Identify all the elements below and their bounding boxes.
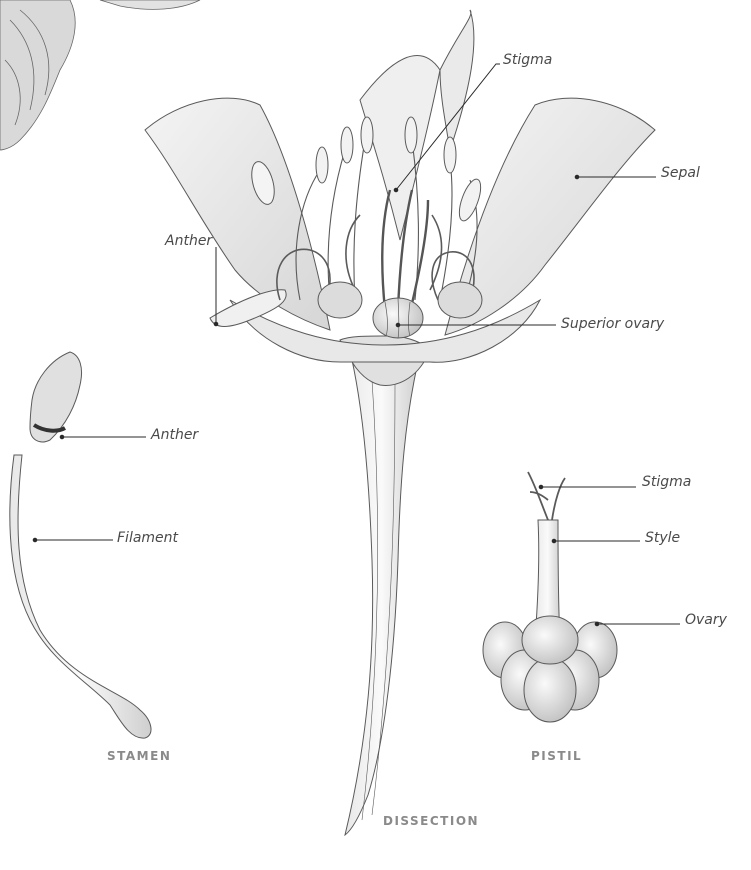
- caption-stamen: STAMEN: [107, 749, 171, 763]
- label-stigma-top: Stigma: [503, 52, 552, 68]
- pistil-ovary: [483, 616, 617, 722]
- label-filament: Filament: [117, 530, 178, 546]
- flower-stem: [345, 360, 418, 835]
- back-right-petal: [440, 10, 474, 150]
- stamen-filament: [10, 455, 151, 738]
- pistil-illustration: [483, 472, 617, 722]
- left-sepal: [145, 98, 330, 330]
- anther-detached: [210, 290, 286, 327]
- label-ovary: Ovary: [685, 612, 727, 628]
- label-anther-dissection: Anther: [165, 233, 212, 249]
- label-sepal: Sepal: [661, 165, 700, 181]
- label-stigma-pistil: Stigma: [642, 474, 691, 490]
- caption-dissection: DISSECTION: [383, 814, 479, 828]
- label-style: Style: [645, 530, 680, 546]
- caption-pistil: PISTIL: [531, 749, 582, 763]
- stamen-5: [440, 160, 452, 300]
- dissection-flower: [145, 10, 655, 835]
- label-superior-ovary: Superior ovary: [561, 316, 664, 332]
- pistil-stigma: [528, 472, 565, 520]
- label-anther-stamen: Anther: [151, 427, 198, 443]
